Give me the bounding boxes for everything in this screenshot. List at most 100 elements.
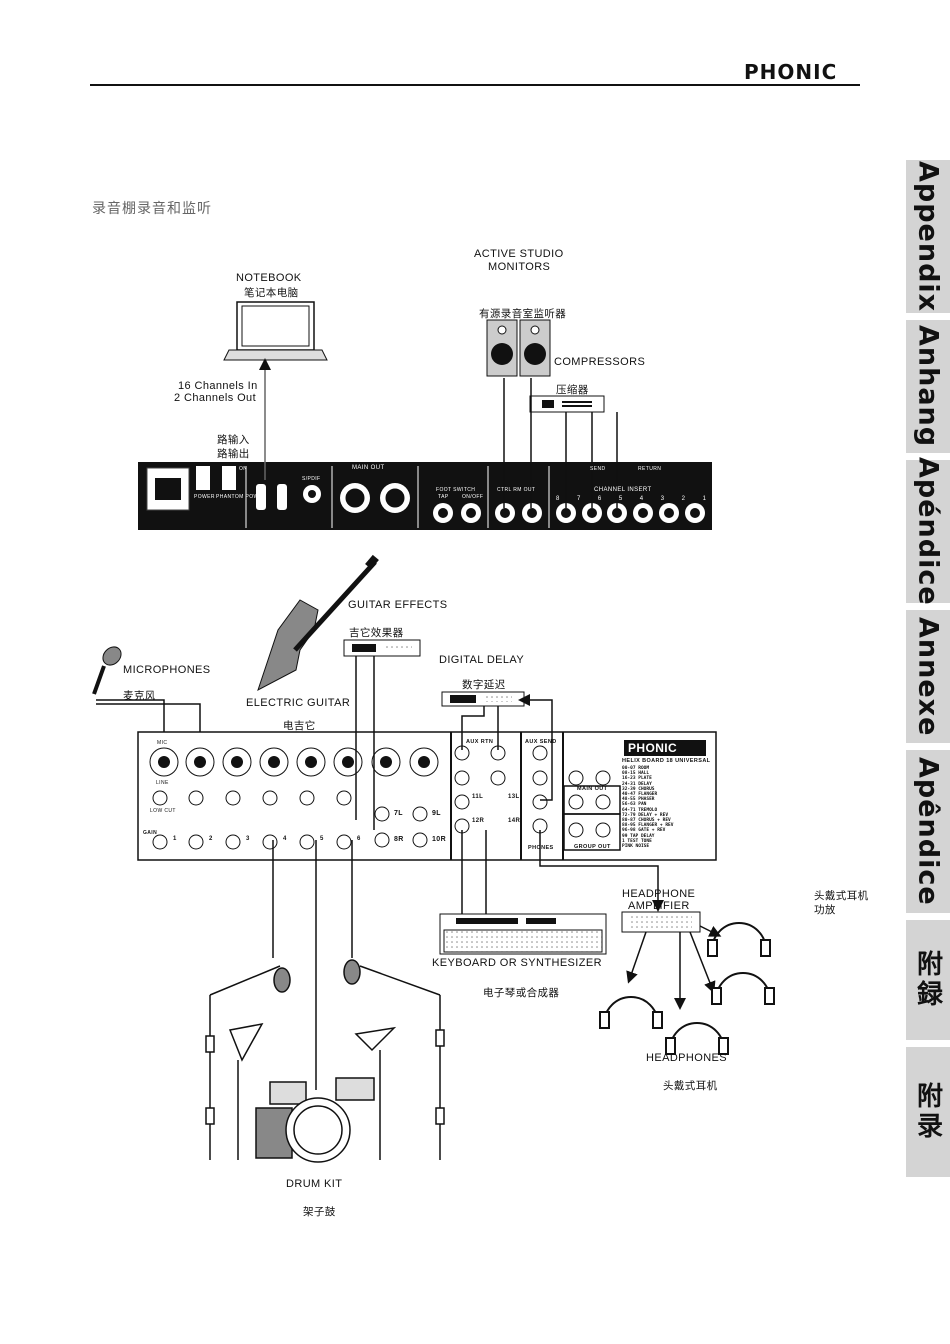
tab-appendix[interactable]: Appendix xyxy=(906,160,950,313)
channel-num-3: 3 xyxy=(246,836,250,842)
effect-item: 1 TEST TONE xyxy=(622,838,652,844)
headphone-amp-label-1: HEADPHONE xyxy=(622,888,696,900)
insert-num: 8 xyxy=(556,496,560,502)
mixer-front-panel xyxy=(137,731,717,861)
monitors-label-2: MONITORS xyxy=(488,261,551,273)
effect-item: 32-39 CHORUS xyxy=(622,786,655,792)
stereo-12r: 12R xyxy=(472,818,485,824)
digital-delay-label-cn: 数字延迟 xyxy=(462,679,506,691)
io-label-2: 2 Channels Out xyxy=(174,392,257,404)
effect-item: 16-23 PLATE xyxy=(622,776,652,782)
channel-num-4: 4 xyxy=(283,836,287,842)
effect-item: 56-63 PAN xyxy=(622,802,647,808)
stereo-13l: 13L xyxy=(508,794,520,800)
rear-spdif-label: S/PDIF xyxy=(302,476,321,482)
monitors-label-1: ACTIVE STUDIO xyxy=(474,248,564,260)
rear-insert-numbers: 8 7 6 5 4 3 2 1 xyxy=(556,496,706,502)
headphones-label: HEADPHONES xyxy=(646,1052,728,1064)
drum-kit-label-cn: 架子鼓 xyxy=(303,1206,336,1218)
tab-japanese[interactable]: 附録 xyxy=(906,920,950,1040)
microphone-icon xyxy=(92,646,122,695)
studio-monitor-icon xyxy=(486,319,551,377)
effect-item: 88-95 FLANGER + REV xyxy=(622,823,674,829)
low-cut-label: LOW CUT xyxy=(150,808,176,814)
stereo-7l: 7L xyxy=(394,810,403,817)
guitar-effects-icon xyxy=(343,639,421,657)
rear-main-out-label: MAIN OUT xyxy=(352,465,385,471)
stereo-8r: 8R xyxy=(394,836,404,843)
notebook-icon xyxy=(223,301,328,361)
insert-num: 4 xyxy=(639,496,644,502)
io-label-1: 16 Channels In xyxy=(178,380,258,392)
effect-item: PINK NOISE xyxy=(622,844,650,850)
tab-annexe[interactable]: Annexe xyxy=(906,610,950,743)
effect-item: 08-15 HALL xyxy=(622,771,650,777)
channel-num-5: 5 xyxy=(320,836,324,842)
tab-apendice[interactable]: Apéndice xyxy=(906,457,950,606)
stereo-9l: 9L xyxy=(432,810,441,817)
headphones-label-cn: 头戴式耳机 xyxy=(663,1080,718,1092)
effect-item: 99 TAP DELAY xyxy=(622,833,655,839)
insert-num: 3 xyxy=(660,496,665,502)
section-title: 录音棚录音和监听 xyxy=(92,201,212,217)
monitors-label-cn: 有源录音室监听器 xyxy=(479,308,567,320)
insert-num: 6 xyxy=(597,496,602,502)
drum-kit-label: DRUM KIT xyxy=(286,1178,343,1190)
tab-anhang[interactable]: Anhang xyxy=(906,320,950,453)
electric-guitar-label-cn: 电吉它 xyxy=(283,720,316,732)
effect-item: 96-98 GATE + REV xyxy=(622,828,666,834)
io-label-cn-2: 路输出 xyxy=(217,448,250,460)
insert-num: 5 xyxy=(618,496,623,502)
keyboard-label: KEYBOARD OR SYNTHESIZER xyxy=(432,957,602,969)
notebook-label: NOTEBOOK xyxy=(236,272,302,284)
digital-delay-label: DIGITAL DELAY xyxy=(439,654,525,666)
headphone-amp-label-2: AMPLIFIER xyxy=(628,900,690,912)
rear-on-off-label: ON/OFF xyxy=(462,494,484,500)
tab-chinese[interactable]: 附录 xyxy=(906,1047,950,1177)
effect-item: 00-07 ROOM xyxy=(622,766,650,771)
aux-rtn-label: AUX RTN xyxy=(466,739,494,745)
channel-num-2: 2 xyxy=(209,836,213,842)
headphone-amp-label-cn-1: 头戴式耳机 xyxy=(814,890,869,902)
compressors-label-cn: 压缩器 xyxy=(556,384,589,396)
rear-return-label: RETURN xyxy=(638,466,662,472)
effect-item: 80-87 CHORUS + REV xyxy=(622,818,671,824)
insert-num: 2 xyxy=(681,496,685,502)
compressors-label: COMPRESSORS xyxy=(554,356,646,368)
header-rule xyxy=(90,84,860,86)
group-out-label: GROUP OUT xyxy=(574,844,611,850)
electric-guitar-icon xyxy=(257,554,379,692)
digital-delay-icon xyxy=(441,691,525,707)
microphones-label-cn: 麦克风 xyxy=(123,690,156,702)
insert-num: 1 xyxy=(702,496,706,502)
effect-item: 64-71 TREMOLO xyxy=(622,807,658,813)
guitar-effects-label: GUITAR EFFECTS xyxy=(348,599,448,611)
effects-list: 00-07 ROOM 08-15 HALL 16-23 PLATE 24-31 … xyxy=(622,766,673,849)
phones-label: PHONES xyxy=(528,845,554,851)
aux-send-label: AUX SEND xyxy=(525,739,557,745)
rear-power-label: POWER xyxy=(194,494,215,500)
compressor-icon xyxy=(529,395,605,413)
stereo-14r: 14R xyxy=(508,818,521,824)
headphone-amp-icon xyxy=(621,911,701,933)
rear-tap-label: TAP xyxy=(438,494,449,500)
io-label-cn-1: 路输入 xyxy=(217,434,250,446)
rear-foot-switch-label: FOOT SWITCH xyxy=(436,487,476,493)
notebook-label-cn: 笔记本电脑 xyxy=(244,287,299,299)
effect-item: 72-79 DELAY + REV xyxy=(622,812,669,818)
mixer-model: HELIX BOARD 18 UNIVERSAL xyxy=(622,758,711,764)
stereo-10r: 10R xyxy=(432,836,447,843)
drum-kit-icon xyxy=(205,959,445,1163)
channel-num-1: 1 xyxy=(173,836,177,842)
headphone-cables xyxy=(626,925,722,1010)
insert-num: 7 xyxy=(576,496,581,502)
effect-item: 48-55 PHASER xyxy=(622,797,655,803)
rear-ctrl-rm-label: CTRL RM OUT xyxy=(497,487,536,493)
rear-channel-insert-label: CHANNEL INSERT xyxy=(594,487,652,493)
tab-apendice-pt[interactable]: Apêndice xyxy=(906,750,950,913)
main-out-label: MAIN OUT xyxy=(577,786,608,792)
headphone-amp-label-cn-2: 功放 xyxy=(814,904,836,916)
keyboard-icon xyxy=(439,913,607,955)
stereo-11l: 11L xyxy=(472,794,484,800)
